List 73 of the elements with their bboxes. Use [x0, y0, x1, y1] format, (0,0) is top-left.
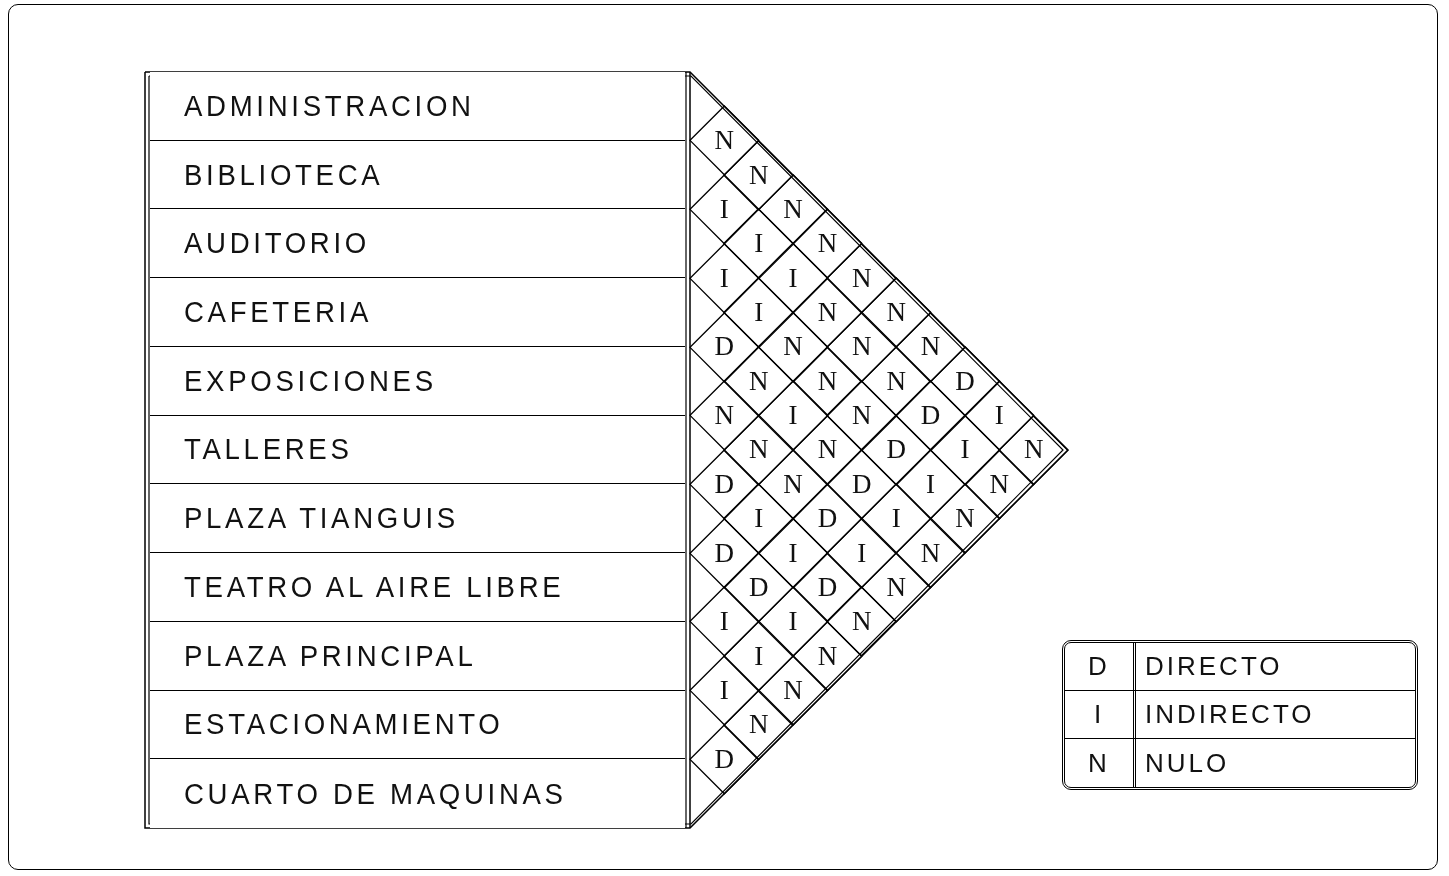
relation-letter: I	[788, 539, 798, 567]
relation-letter: N	[886, 573, 906, 601]
relation-letter: N	[920, 333, 941, 361]
relation-letter: I	[788, 402, 798, 430]
relation-letter: N	[817, 642, 838, 670]
relation-letter: N	[817, 436, 838, 464]
relation-letter: N	[920, 539, 941, 567]
relation-letter: N	[989, 470, 1009, 498]
space-name: ADMINISTRACION	[184, 88, 475, 123]
relation-letter: N	[748, 367, 769, 395]
relation-letter: I	[891, 505, 901, 533]
key-letter: I	[1093, 699, 1105, 730]
relation-letter: N	[783, 677, 803, 705]
relation-letter: N	[783, 333, 803, 361]
relation-letter: D	[714, 745, 735, 773]
relation-letter: N	[714, 127, 735, 155]
space-name: TEATRO AL AIRE LIBRE	[184, 569, 565, 604]
space-name: PLAZA PRINCIPAL	[184, 638, 477, 673]
relation-letter: N	[852, 264, 872, 292]
relation-letter: I	[788, 608, 798, 636]
relation-letter: I	[719, 195, 729, 223]
relation-letter: N	[1023, 436, 1044, 464]
relation-letter: D	[886, 436, 906, 464]
relation-letter: N	[817, 230, 838, 258]
relation-letter: D	[817, 573, 838, 601]
space-name: CAFETERIA	[184, 295, 372, 330]
relation-letter: N	[748, 711, 769, 739]
space-name: TALLERES	[184, 432, 353, 467]
relation-letter: D	[714, 333, 735, 361]
key-meaning: INDIRECTO	[1145, 699, 1315, 730]
relation-letter: I	[719, 608, 729, 636]
relation-letter: N	[783, 470, 803, 498]
relation-letter: N	[817, 299, 838, 327]
relation-letter: N	[817, 367, 838, 395]
relation-letter: I	[960, 436, 970, 464]
space-name: AUDITORIO	[184, 226, 370, 261]
relation-letter: I	[719, 264, 729, 292]
relation-letter: D	[714, 539, 735, 567]
relation-letter: N	[852, 333, 872, 361]
relation-letter: N	[886, 367, 906, 395]
relation-letter: N	[748, 161, 769, 189]
relation-letter: N	[783, 195, 803, 223]
relation-letter: N	[714, 402, 735, 430]
space-name: BIBLIOTECA	[184, 157, 384, 192]
relation-letter: I	[994, 402, 1004, 430]
relation-letter: D	[748, 573, 769, 601]
relation-letter: D	[920, 402, 941, 430]
relation-letter: N	[748, 436, 769, 464]
space-name-row	[150, 72, 685, 141]
relation-letter: N	[955, 505, 975, 533]
key-letter: N	[1088, 747, 1110, 779]
relation-letter: I	[754, 505, 764, 533]
space-name: ESTACIONAMIENTO	[184, 707, 504, 742]
relation-letter: D	[817, 505, 838, 533]
relation-letter: N	[852, 402, 872, 430]
relation-letter: I	[788, 264, 798, 292]
relation-letter: I	[719, 677, 729, 705]
space-name: CUARTO DE MAQUINAS	[184, 776, 567, 811]
key-meaning: DIRECTO	[1145, 651, 1283, 682]
relation-letter: I	[926, 470, 936, 498]
space-name: EXPOSICIONES	[184, 363, 437, 398]
relation-letter: D	[852, 470, 872, 498]
relation-letter: I	[754, 642, 764, 670]
relation-letter: I	[754, 299, 764, 327]
relation-letter: N	[852, 608, 872, 636]
relation-letter: I	[857, 539, 867, 567]
relation-letter: D	[714, 470, 735, 498]
relation-letter: N	[886, 299, 906, 327]
key-meaning: NULO	[1145, 747, 1230, 779]
space-name: PLAZA TIANGUIS	[184, 501, 459, 536]
key-letter: D	[1088, 651, 1110, 682]
relation-letter: I	[754, 230, 764, 258]
relation-letter: D	[955, 367, 975, 395]
